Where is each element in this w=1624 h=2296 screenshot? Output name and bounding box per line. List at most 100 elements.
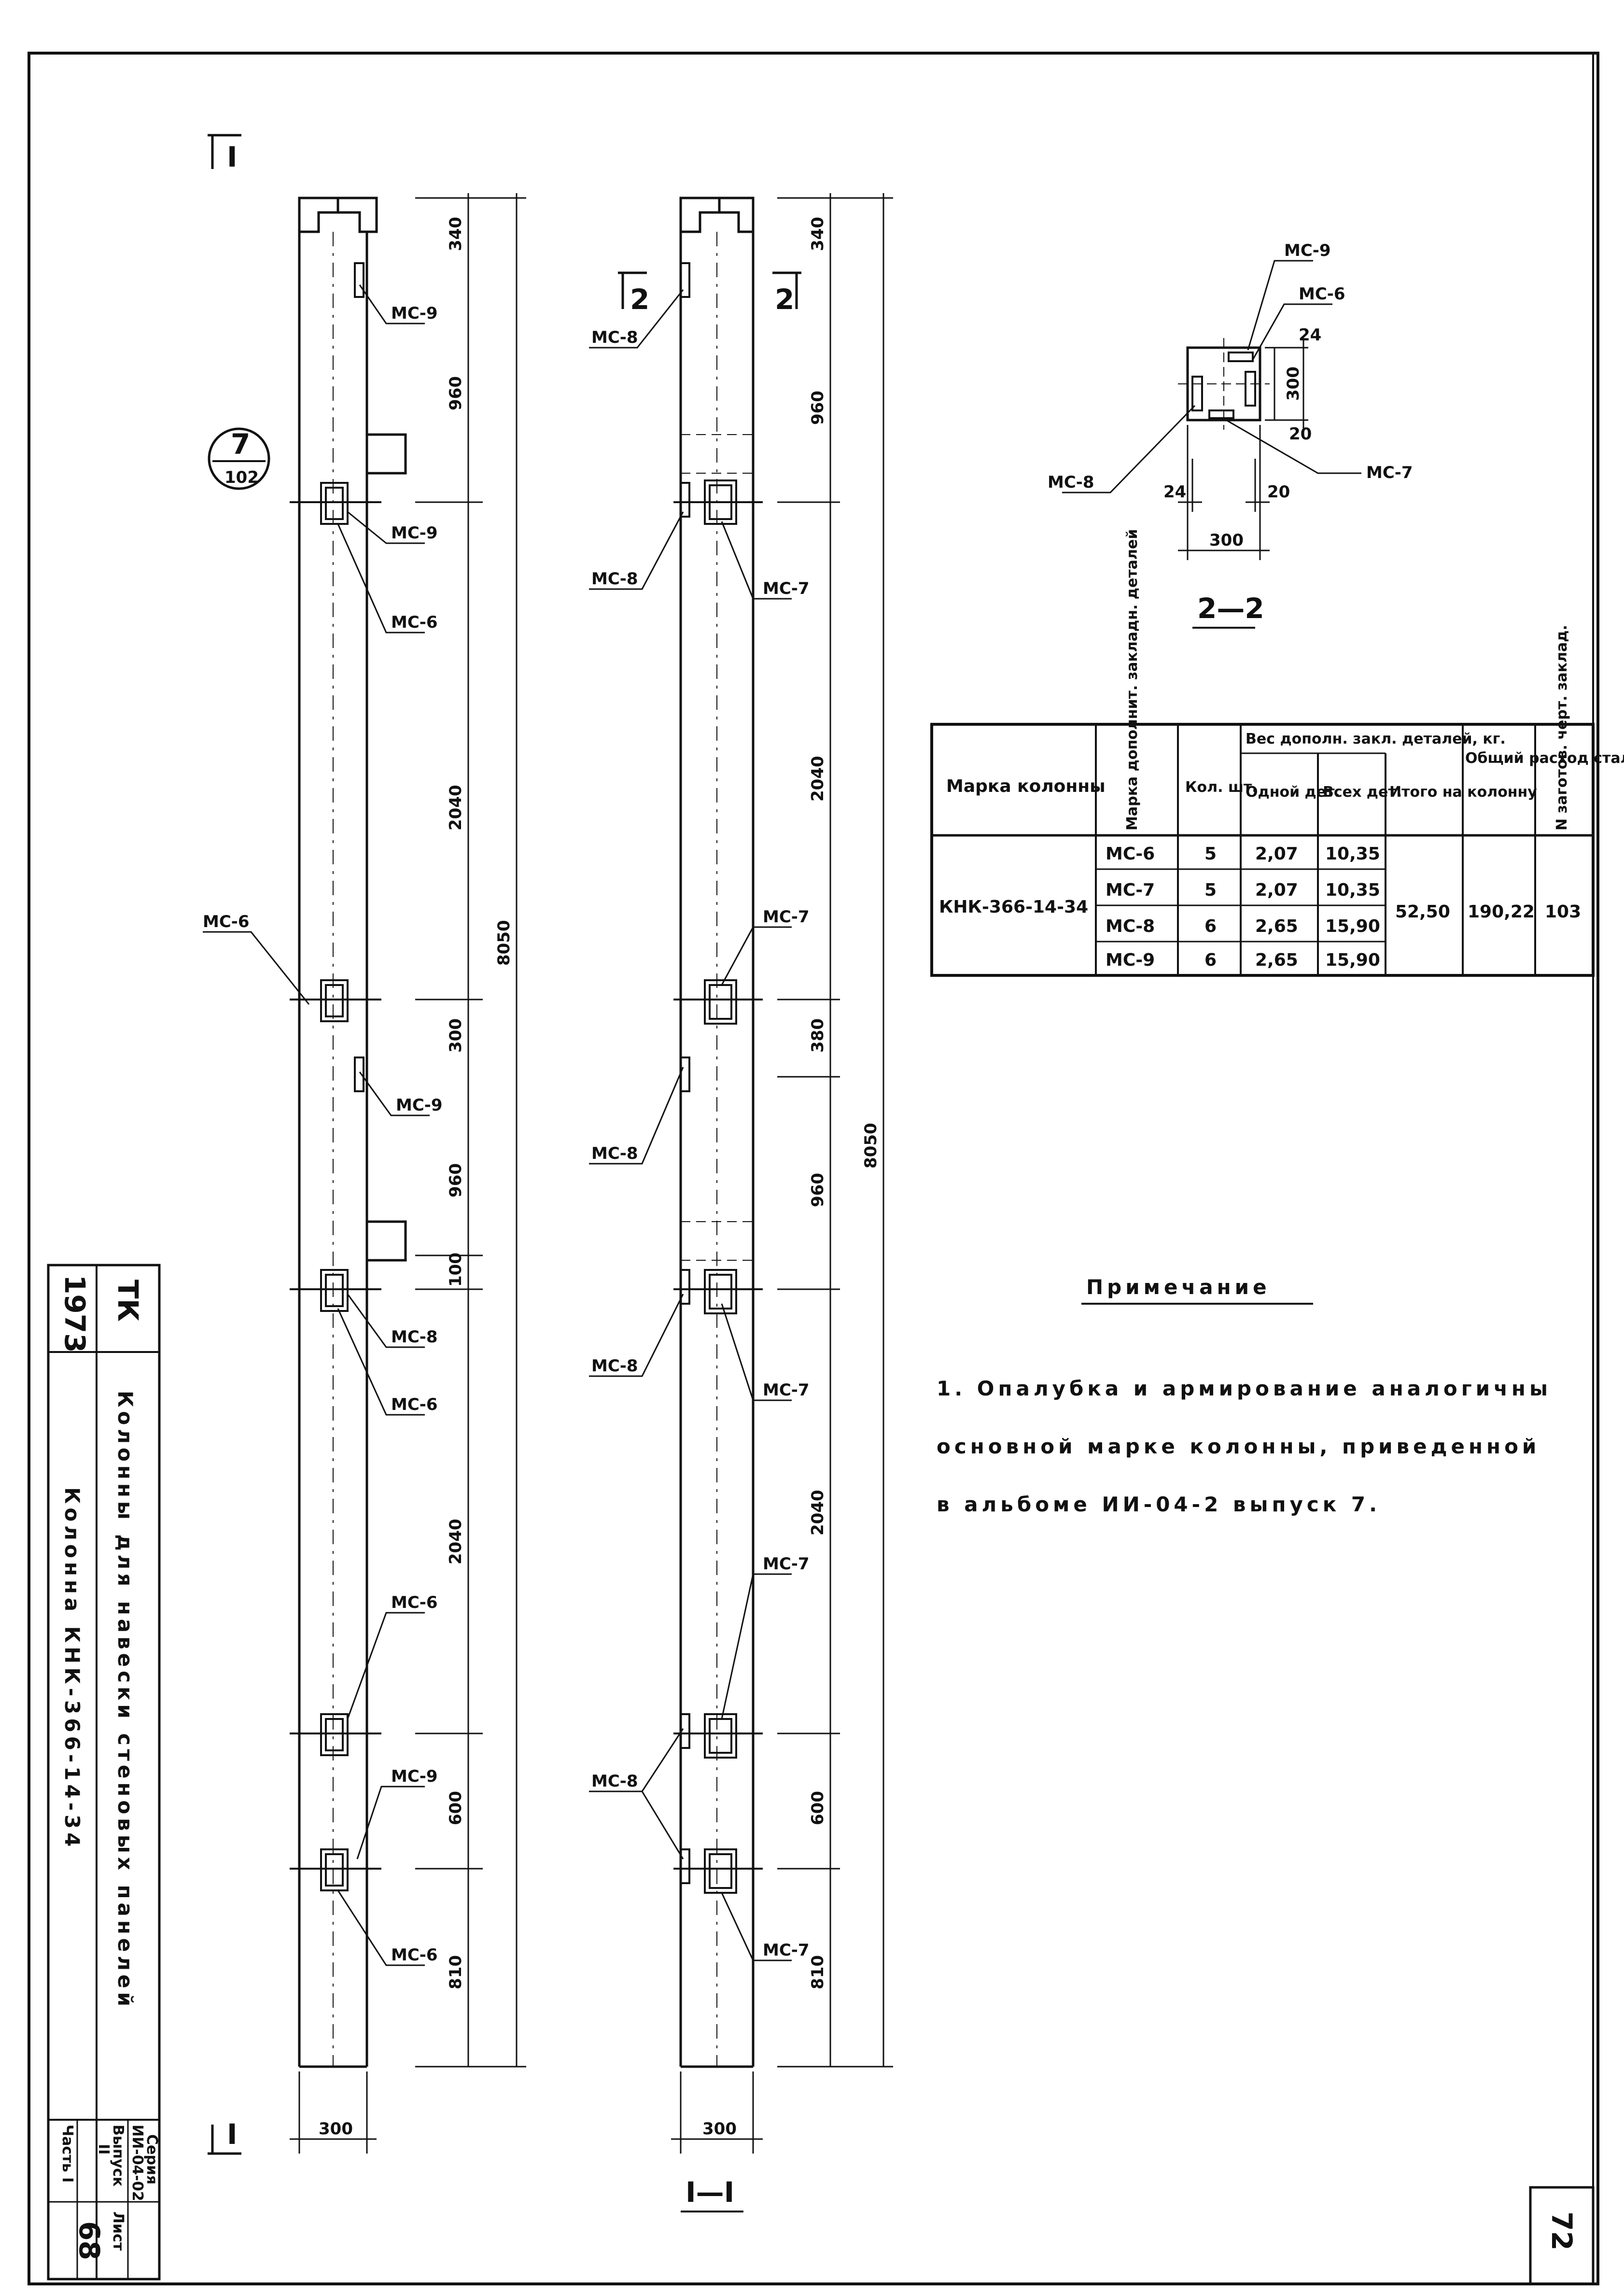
label-mc7-mid-2: МС-7 bbox=[763, 907, 810, 927]
th-total: Итого на колонну bbox=[1389, 784, 1537, 801]
row-mark: МС-9 bbox=[1106, 950, 1155, 970]
dim-960b-left: 960 bbox=[446, 1163, 465, 1197]
label-mc8-mid-5: МС-8 bbox=[591, 1772, 638, 1791]
label-mc8-1: МС-8 bbox=[391, 1327, 438, 1347]
dim-600-left: 600 bbox=[446, 1791, 465, 1825]
row-qty: 5 bbox=[1204, 880, 1217, 900]
stamp-sheet: 68 bbox=[73, 2221, 106, 2260]
row-qty: 6 bbox=[1204, 950, 1217, 970]
column-section-view bbox=[679, 197, 755, 2068]
row-mark: МС-7 bbox=[1106, 880, 1155, 900]
label-mc9-3: МС-9 bbox=[396, 1096, 443, 1115]
row-qty: 6 bbox=[1204, 916, 1217, 936]
s22-label-mc8: МС-8 bbox=[1048, 473, 1094, 492]
row-all: 15,90 bbox=[1325, 950, 1380, 970]
label-mc6-2: МС-6 bbox=[203, 912, 250, 931]
dim-340-left: 340 bbox=[446, 217, 465, 251]
stamp-series-label: Серия bbox=[143, 2134, 160, 2184]
detail-ref-circle bbox=[208, 427, 270, 490]
cut-2-right: 2 bbox=[775, 283, 794, 316]
leaders-left bbox=[203, 284, 430, 1966]
dim-total-left: 8050 bbox=[494, 920, 514, 966]
th-mark: Марка колонны bbox=[946, 776, 1106, 796]
stamp-issue-label: Выпуск bbox=[110, 2125, 126, 2186]
th-steel: Общий расход стали на колонну bbox=[1465, 750, 1624, 767]
th-one: Одной дет. bbox=[1246, 784, 1340, 801]
label-mc7-mid-3: МС-7 bbox=[763, 1380, 810, 1400]
stamp-series: ИИ-04-02 bbox=[129, 2125, 146, 2201]
td-steel: 190,22 bbox=[1468, 902, 1535, 922]
dim-100-left: 100 bbox=[446, 1253, 465, 1287]
label-mc9-2: МС-9 bbox=[391, 523, 438, 543]
label-mc6-5: МС-6 bbox=[391, 1945, 438, 1965]
page-number-box bbox=[1529, 2186, 1595, 2285]
td-total: 52,50 bbox=[1395, 902, 1450, 922]
label-mc9-4: МС-9 bbox=[391, 1767, 438, 1786]
s22-label-mc7: МС-7 bbox=[1366, 463, 1413, 482]
sheet-frame bbox=[28, 52, 1599, 2285]
stamp-year: 1973 bbox=[58, 1275, 91, 1352]
label-mc9-1: МС-9 bbox=[391, 304, 438, 323]
row-all: 10,35 bbox=[1325, 844, 1380, 864]
leaders-middle bbox=[589, 289, 792, 1961]
label-mc6-3: МС-6 bbox=[391, 1395, 438, 1414]
width-dim-middle bbox=[671, 2071, 763, 2154]
dim-width-mid: 300 bbox=[702, 2119, 737, 2139]
section-marker-bottom bbox=[208, 2125, 241, 2155]
td-column-mark: КНК-366-14-34 bbox=[939, 897, 1088, 917]
dim-960-left: 960 bbox=[446, 376, 465, 410]
section-mark-bottom: I bbox=[227, 2118, 238, 2151]
row-qty: 5 bbox=[1204, 844, 1217, 864]
row-all: 15,90 bbox=[1325, 916, 1380, 936]
dim-2040-left: 2040 bbox=[446, 785, 465, 831]
detail-ref-num: 7 bbox=[231, 428, 250, 461]
th-qty: Кол. шт. bbox=[1185, 779, 1258, 796]
dim-380-mid: 380 bbox=[808, 1018, 827, 1053]
dim-width-left: 300 bbox=[319, 2119, 353, 2139]
stamp-part: Часть I bbox=[59, 2125, 76, 2183]
row-one: 2,65 bbox=[1255, 950, 1298, 970]
plates-section bbox=[673, 262, 763, 1894]
title-stamp-frame bbox=[47, 1264, 161, 2281]
cut-2-markers bbox=[618, 271, 801, 309]
spec-table-grid bbox=[930, 723, 1595, 977]
label-mc8-mid-2: МС-8 bbox=[591, 569, 638, 589]
s22-dim-24-top: 24 bbox=[1299, 325, 1321, 345]
row-one: 2,07 bbox=[1255, 880, 1298, 900]
label-mc7-mid-5: МС-7 bbox=[763, 1941, 810, 1960]
label-mc8-mid-4: МС-8 bbox=[591, 1356, 638, 1376]
note-title: Примечание bbox=[1086, 1275, 1271, 1299]
label-mc8-mid-1: МС-8 bbox=[591, 328, 638, 347]
s22-label-mc6: МС-6 bbox=[1299, 284, 1345, 304]
dim-2040b-mid: 2040 bbox=[808, 1490, 827, 1535]
label-mc6-1: МС-6 bbox=[391, 613, 438, 632]
s22-dim-24: 24 bbox=[1163, 482, 1186, 502]
td-card: 103 bbox=[1545, 902, 1581, 922]
section-11-title: I—I bbox=[686, 2176, 734, 2209]
dimension-chain-middle bbox=[777, 193, 893, 2068]
th-weight: Вес дополн. закл. деталей, кг. bbox=[1246, 731, 1506, 747]
dim-960b-mid: 960 bbox=[808, 1173, 827, 1207]
detail-ref-sheet: 102 bbox=[224, 468, 259, 487]
label-mc7-mid-4: МС-7 bbox=[763, 1554, 810, 1574]
dim-2040b-left: 2040 bbox=[446, 1519, 465, 1564]
dim-2040-mid: 2040 bbox=[808, 756, 827, 802]
s22-dim-300-v: 300 bbox=[1284, 366, 1303, 401]
cut-2-left: 2 bbox=[630, 283, 649, 316]
s22-label-mc9: МС-9 bbox=[1284, 241, 1331, 260]
dim-600-mid: 600 bbox=[808, 1791, 827, 1825]
row-one: 2,07 bbox=[1255, 844, 1298, 864]
dim-810-left: 810 bbox=[446, 1955, 465, 1989]
row-mark: МС-8 bbox=[1106, 916, 1155, 936]
s22-dim-20-v: 20 bbox=[1289, 424, 1312, 444]
row-all: 10,35 bbox=[1325, 880, 1380, 900]
plates-front bbox=[290, 262, 381, 1891]
dimension-chain-left bbox=[415, 193, 526, 2068]
label-mc7-mid-1: МС-7 bbox=[763, 579, 810, 598]
row-mark: МС-6 bbox=[1106, 844, 1155, 864]
note-line-2: основной марке колонны, приведенной bbox=[937, 1435, 1540, 1458]
dim-total-mid: 8050 bbox=[861, 1123, 881, 1169]
note-line-1: 1. Опалубка и армирование аналогичны bbox=[937, 1377, 1552, 1400]
row-one: 2,65 bbox=[1255, 916, 1298, 936]
